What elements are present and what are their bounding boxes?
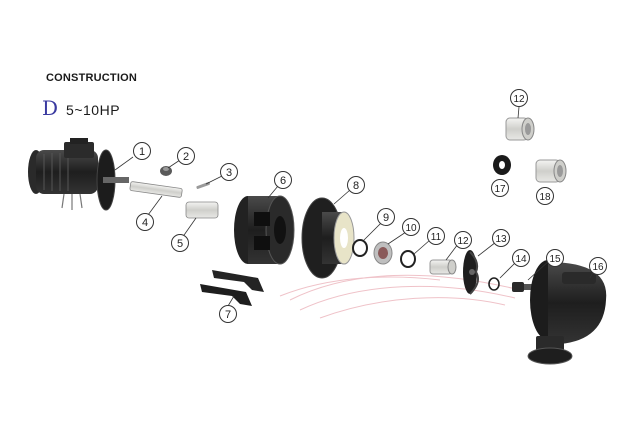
callout-6-text: 6	[280, 175, 286, 187]
callout-11-text: 11	[431, 232, 442, 243]
callout-15-text: 15	[549, 254, 561, 265]
series-label: D 5~10HP	[42, 96, 120, 120]
part-bushing-upper	[505, 117, 535, 141]
callout-7-text: 7	[225, 309, 231, 321]
callout-12-upper: 12	[510, 89, 528, 107]
callout-2: 2	[177, 147, 195, 165]
callout-11: 11	[427, 227, 445, 245]
callout-8-text: 8	[353, 180, 359, 192]
callout-12-lower-text: 12	[457, 236, 469, 247]
part-bearing-sleeve	[535, 159, 567, 183]
callout-1-text: 1	[139, 146, 145, 158]
callout-18-text: 18	[539, 192, 551, 203]
leader-lines	[114, 106, 595, 307]
series-letter: D	[42, 96, 59, 120]
callout-6: 6	[274, 171, 292, 189]
part-o-ring-c	[488, 277, 500, 291]
part-plug	[160, 166, 172, 176]
callout-12-lower: 12	[454, 231, 472, 249]
callout-15: 15	[546, 249, 564, 267]
callout-9-text: 9	[383, 212, 389, 224]
callout-4-text: 4	[142, 217, 148, 229]
part-bracket	[234, 195, 295, 265]
part-thrust-ring	[493, 155, 511, 175]
part-shaft	[129, 181, 183, 198]
callouts: 1 2 3 4 5 6 7 8 9 10 11 12 13 14 15 16 1…	[133, 89, 607, 323]
part-nut	[512, 282, 532, 292]
callout-17: 17	[491, 179, 509, 197]
callout-13-text: 13	[495, 234, 507, 245]
part-feet	[200, 270, 264, 306]
callout-14-text: 14	[515, 254, 527, 265]
callout-5: 5	[171, 234, 189, 252]
callout-12-upper-text: 12	[513, 94, 525, 105]
part-mechanical-seal	[373, 241, 393, 265]
callout-17-text: 17	[494, 184, 506, 195]
callout-14: 14	[512, 249, 530, 267]
callout-4: 4	[136, 213, 154, 231]
callout-9: 9	[377, 208, 395, 226]
callout-7: 7	[219, 305, 237, 323]
part-motor	[28, 138, 129, 211]
part-o-ring-a	[352, 239, 368, 257]
part-casing	[527, 260, 607, 365]
callout-3: 3	[220, 163, 238, 181]
part-sleeve	[185, 201, 219, 219]
callout-18: 18	[536, 187, 554, 205]
callout-13: 13	[492, 229, 510, 247]
background-swoosh	[279, 274, 521, 319]
part-bushing-lower	[429, 259, 457, 275]
callout-10: 10	[402, 218, 420, 236]
callout-8: 8	[347, 176, 365, 194]
construction-heading: CONSTRUCTION	[46, 72, 138, 84]
callout-16-text: 16	[592, 262, 604, 273]
callout-16: 16	[589, 257, 607, 275]
callout-2-text: 2	[183, 151, 189, 163]
part-adapter	[301, 197, 355, 279]
part-impeller	[463, 250, 479, 295]
callout-1: 1	[133, 142, 151, 160]
callout-5-text: 5	[177, 238, 183, 250]
part-o-ring-b	[400, 250, 416, 268]
power-range: 5~10HP	[66, 102, 121, 118]
callout-10-text: 10	[405, 223, 417, 234]
callout-3-text: 3	[226, 167, 232, 179]
